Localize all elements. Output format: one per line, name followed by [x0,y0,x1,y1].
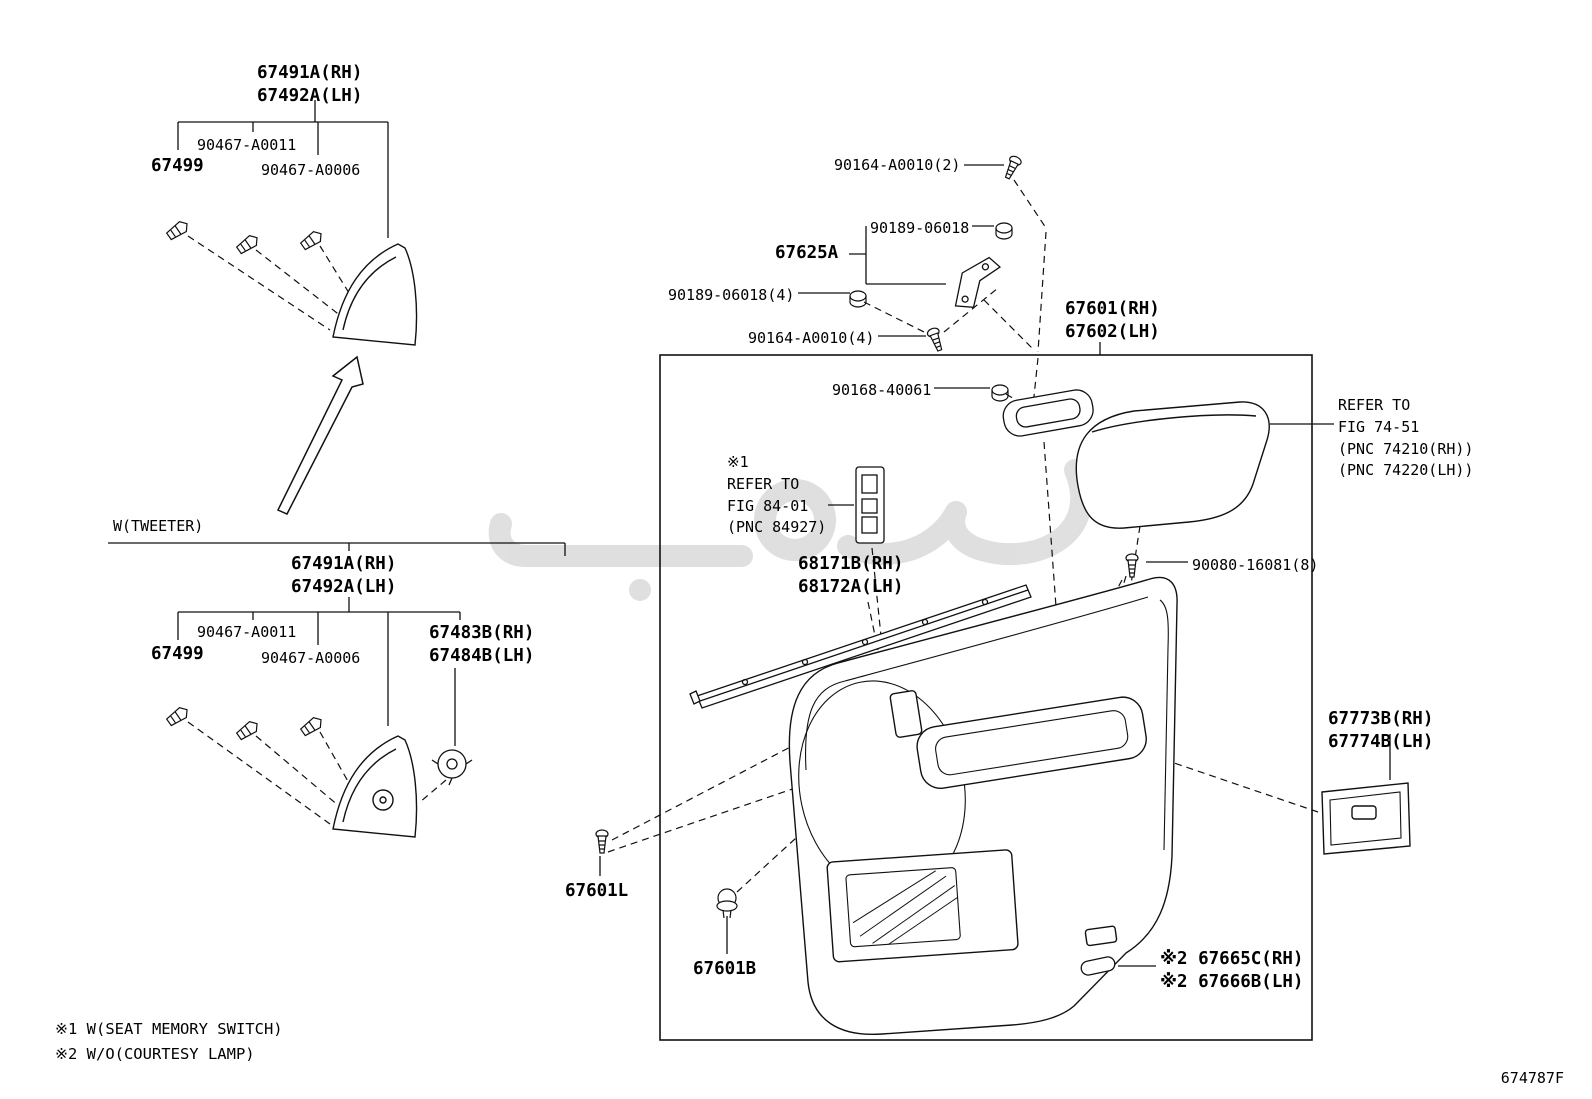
part-label-67625a: 67625A [775,243,839,263]
refer-note-fig-84-01: ※1 REFER TO FIG 84-01 (PNC 84927) [727,453,827,537]
part-label-90467-a0006-bottom: 90467-A0006 [261,649,361,667]
part-label-67491a-bottom: 67491A(RH) 67492A(LH) [291,554,397,598]
part-label-90080-16081-8: 90080-16081(8) [1192,556,1319,574]
bracket-67625a [954,256,1002,308]
part-label-67601: 67601(RH) 67602(LH) [1065,299,1160,343]
grommet-icon [991,384,1009,402]
door-trim-panel [788,576,1178,1036]
retainer-ring [431,749,473,786]
clip-icon [235,720,258,741]
bracket-lines [108,100,1391,967]
door-trim-assembly-box [659,354,1313,1041]
screw-icon [1004,155,1022,180]
speaker-grille [826,849,1019,963]
part-label-90467-a0006-top: 90467-A0006 [261,161,361,179]
clip-icon [299,230,322,251]
grommet-icon [995,222,1013,240]
part-label-90164-a0010-2: 90164-A0010(2) [834,156,961,174]
part-label-90467-a0011-bottom: 90467-A0011 [197,623,297,641]
clip-icon [235,234,258,255]
part-label-90467-a0011-top: 90467-A0011 [197,136,297,154]
clip-icon [299,716,322,737]
screw-icon [1125,553,1139,578]
pull-handle-bezel [1002,389,1094,437]
sensor-clip-icon [716,888,738,919]
direction-arrow [276,355,364,515]
part-label-68171b: 68171B(RH) 68172A(LH) [798,554,904,598]
part-label-90189-06018: 90189-06018 [870,219,970,237]
part-label-67601b: 67601B [693,959,757,979]
grommet-icon [849,290,867,308]
part-label-90168-40061: 90168-40061 [832,381,932,399]
watermark [488,459,1093,601]
clip-icon [165,220,188,241]
clip-icon [165,706,188,727]
grommet-icons [716,222,1013,919]
part-label-67491a-top: 67491A(RH) 67492A(LH) [257,63,363,107]
clip-icons [165,220,322,741]
screw-icon [595,829,609,854]
footnote-courtesy-lamp: ※2 W/O(COURTESY LAMP) [55,1045,255,1063]
window-switch [855,466,885,544]
part-label-67483b: 67483B(RH) 67484B(LH) [429,623,535,667]
footnote-seat-memory-switch: ※1 W(SEAT MEMORY SWITCH) [55,1020,283,1038]
armrest [1075,401,1270,529]
part-label-90189-06018-4: 90189-06018(4) [668,286,795,304]
corner-trim-top [332,243,418,346]
part-label-90164-a0010-4: 90164-A0010(4) [748,329,875,347]
pocket-cover [1321,782,1411,855]
part-label-67773b: 67773B(RH) 67774B(LH) [1328,709,1434,753]
screw-icons [595,155,1139,854]
reflector [1084,925,1118,947]
screw-icon [926,327,943,352]
part-label-67499-bottom: 67499 [151,644,204,664]
part-label-67499-top: 67499 [151,156,204,176]
refer-note-fig-74-51: REFER TO FIG 74-51 (PNC 74210(RH)) (PNC … [1338,396,1474,480]
corner-trim-bottom [332,735,418,838]
part-label-67601l: 67601L [565,881,629,901]
part-label-67665c: ※2 67665C(RH) ※2 67666B(LH) [1160,949,1304,993]
weatherstrip [689,584,1032,709]
tweeter-group-label: W(TWEETER) [113,517,204,535]
courtesy-lamp-lens [1080,956,1116,976]
figure-code: 674787F [1500,1069,1564,1087]
